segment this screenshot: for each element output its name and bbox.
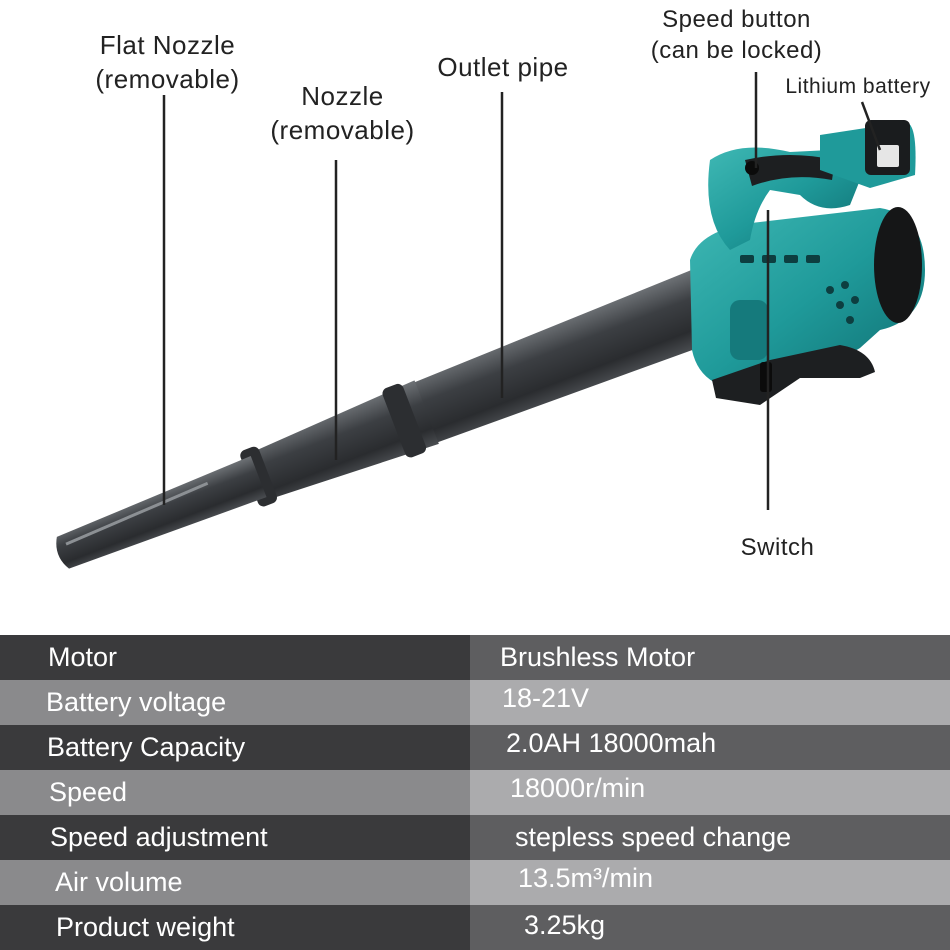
spec-label: Air volume	[55, 867, 183, 897]
callout-speed-button-title: Speed button	[662, 6, 811, 33]
nozzle-collar	[382, 383, 427, 458]
spec-label: Product weight	[56, 912, 235, 942]
spec-row-battery-capacity: Battery Capacity 2.0AH 18000mah	[0, 725, 950, 770]
spec-label-cell: Product weight	[0, 905, 470, 950]
spec-row-air-volume: Air volume 13.5m³/min	[0, 860, 950, 905]
callout-nozzle-note: (removable)	[270, 115, 415, 145]
callout-flat-nozzle-note: (removable)	[95, 64, 240, 94]
spec-row-product-weight: Product weight 3.25kg	[0, 905, 950, 950]
callout-speed-button: Speed button (can be locked)	[634, 4, 839, 66]
spec-label: Speed adjustment	[50, 822, 268, 852]
spec-value: 2.0AH 18000mah	[506, 728, 717, 758]
lithium-battery	[820, 120, 916, 188]
spec-table: Motor Brushless Motor Battery voltage 18…	[0, 635, 950, 950]
rear-intake-grille	[874, 207, 922, 323]
spec-value: 18-21V	[502, 683, 590, 713]
spec-value-cell: Brushless Motor	[470, 635, 950, 680]
spec-label-cell: Speed adjustment	[0, 815, 470, 860]
spec-value: 18000r/min	[510, 773, 646, 803]
spec-label: Battery Capacity	[47, 732, 246, 762]
callout-nozzle-title: Nozzle	[301, 81, 384, 111]
spec-label-cell: Speed	[0, 770, 470, 815]
product-illustration-area: Flat Nozzle (removable) Nozzle (removabl…	[56, 4, 931, 569]
spec-value-cell: 13.5m³/min	[470, 860, 950, 905]
spec-value: Brushless Motor	[500, 642, 696, 672]
callout-switch: Switch	[740, 534, 815, 561]
motor-housing	[690, 207, 925, 390]
spec-label-cell: Motor	[0, 635, 470, 680]
spec-value-cell: stepless speed change	[470, 815, 950, 860]
spec-value-cell: 18-21V	[470, 680, 950, 725]
callout-flat-nozzle: Flat Nozzle (removable)	[85, 28, 250, 96]
spec-label: Speed	[49, 777, 128, 807]
leaf-blower-illustration	[56, 72, 925, 569]
spec-label: Motor	[48, 642, 118, 672]
switch	[760, 362, 772, 392]
spec-row-motor: Motor Brushless Motor	[0, 635, 950, 680]
spec-label-cell: Battery voltage	[0, 680, 470, 725]
callout-lithium-battery: Lithium battery	[785, 75, 931, 98]
spec-label-cell: Air volume	[0, 860, 470, 905]
callout-flat-nozzle-title: Flat Nozzle	[99, 30, 236, 60]
spec-label-cell: Battery Capacity	[0, 725, 470, 770]
spec-value-cell: 3.25kg	[470, 905, 950, 950]
spec-label: Battery voltage	[46, 687, 227, 717]
spec-value-cell: 18000r/min	[470, 770, 950, 815]
callout-nozzle: Nozzle (removable)	[260, 79, 425, 147]
spec-value: 3.25kg	[524, 910, 606, 940]
spec-row-battery-voltage: Battery voltage 18-21V	[0, 680, 950, 725]
callout-outlet-pipe: Outlet pipe	[437, 52, 569, 82]
spec-value-cell: 2.0AH 18000mah	[470, 725, 950, 770]
leader-lines	[162, 72, 882, 510]
spec-row-speed: Speed 18000r/min	[0, 770, 950, 815]
callout-speed-button-note: (can be locked)	[650, 37, 823, 64]
spec-row-speed-adjustment: Speed adjustment stepless speed change	[0, 815, 950, 860]
spec-value: stepless speed change	[515, 822, 792, 852]
blower-tube	[56, 265, 731, 569]
spec-value: 13.5m³/min	[518, 863, 654, 893]
